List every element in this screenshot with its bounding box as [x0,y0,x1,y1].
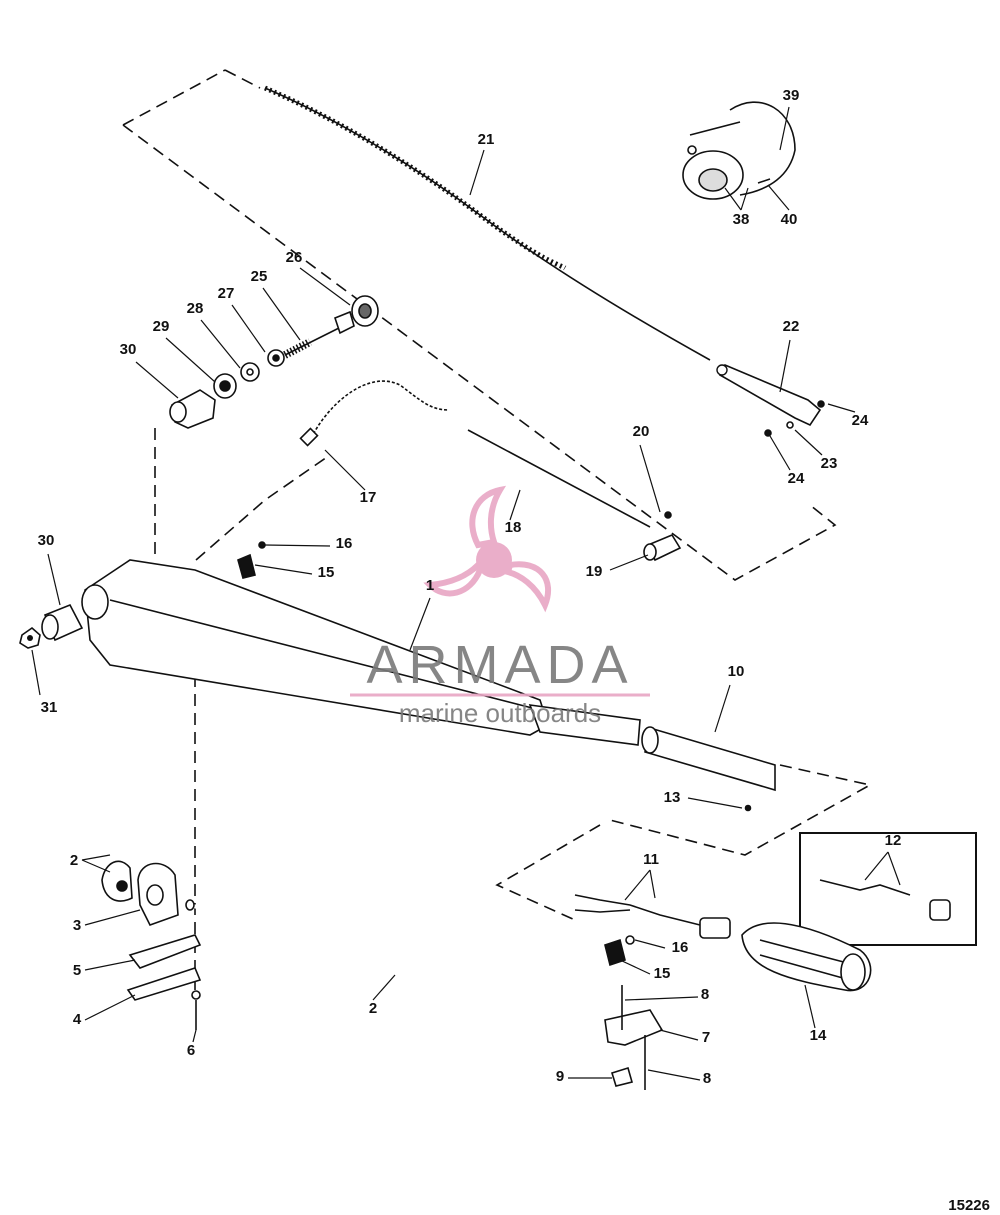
callout-c31: 31 [41,699,58,716]
inset-box [799,832,977,946]
screw-6 [191,990,201,1030]
callout-c9: 9 [556,1068,564,1085]
callout-c2b: 2 [369,1000,377,1017]
cover-housing [682,101,796,200]
callout-c24a: 24 [852,412,869,429]
throttle-grip [641,726,776,812]
callout-c39: 39 [783,87,800,104]
callout-c10: 10 [728,663,745,680]
mounting-plates [126,934,202,1001]
callout-c3: 3 [73,917,81,934]
rod-connector [643,511,682,562]
callout-c40: 40 [781,211,798,228]
callout-c15b: 15 [654,965,671,982]
callout-c28: 28 [187,300,204,317]
watermark-tagline: marine outboards [399,698,601,728]
callout-c15a: 15 [318,564,335,581]
small-screws [764,400,825,437]
callout-c38: 38 [733,211,750,228]
callout-c11: 11 [643,851,659,868]
callout-c8a: 8 [701,986,709,1003]
callout-c2a: 2 [70,852,78,869]
watermark-brand: ARMADA [366,635,633,695]
lower-clip [604,935,635,967]
callout-c4: 4 [73,1011,82,1028]
callout-c12: 12 [885,832,902,849]
callout-c23: 23 [821,455,838,472]
control-tube [716,363,822,427]
shift-rod [467,429,651,528]
callout-c24b: 24 [788,470,805,487]
callout-c26: 26 [286,249,303,266]
callout-c29: 29 [153,318,170,335]
callout-c18: 18 [505,519,522,536]
callout-c14: 14 [810,1027,827,1044]
callout-c6: 6 [187,1042,195,1059]
callout-c16a: 16 [336,535,353,552]
callout-c17: 17 [360,489,377,506]
callout-c5: 5 [73,962,81,979]
handle-clip [237,541,266,579]
callout-c8b: 8 [703,1070,711,1087]
callout-c21: 21 [478,131,495,148]
callout-c1: 1 [426,577,434,594]
callout-c20: 20 [633,423,650,440]
callout-c16b: 16 [672,939,689,956]
stop-switch-wires [574,894,731,939]
throttle-cable [264,85,711,361]
callout-c19: 19 [586,563,603,580]
callout-c30a: 30 [120,341,137,358]
handle-grip [741,922,872,992]
long-shaft [185,899,611,1027]
pivot-bolt-assembly [169,295,379,429]
pivot-bushing-left [19,603,84,649]
callout-c30b: 30 [38,532,55,549]
leader-lines [31,106,901,1081]
figure-number: 15226 [948,1197,990,1214]
gear-assembly [101,860,179,926]
tiller-handle [81,559,641,746]
watermark: ARMADA marine outboards [350,485,650,728]
callout-c27: 27 [218,285,235,302]
flexible-shaft [299,379,449,447]
callout-c7: 7 [702,1029,710,1046]
propeller-icon [423,485,552,613]
callout-c13: 13 [664,789,681,806]
callout-c25: 25 [251,268,268,285]
shaft-clamp [604,985,664,1090]
callout-c22: 22 [783,318,800,335]
dashed-assembly-lines [122,69,873,990]
